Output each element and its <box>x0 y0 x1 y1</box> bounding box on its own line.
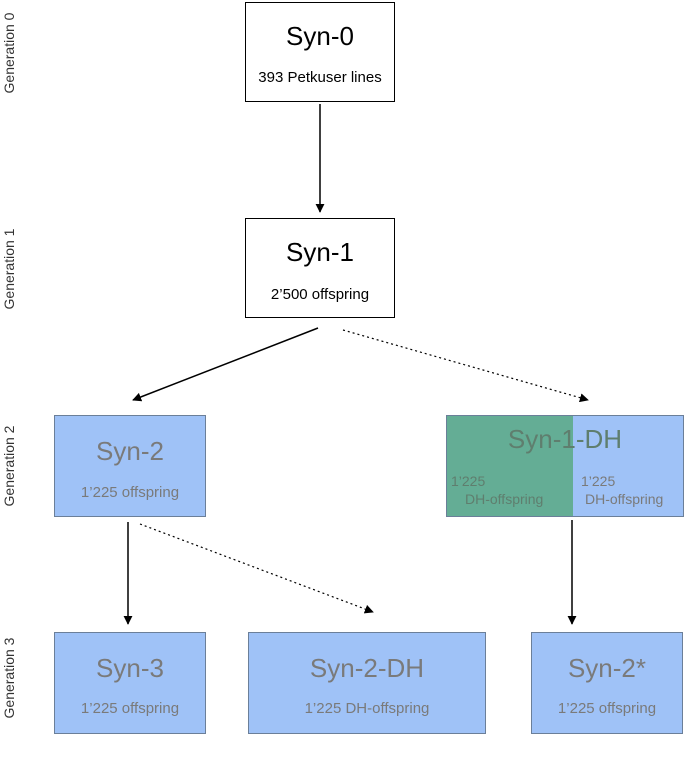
node-syn1-subtitle: 2’500 offspring <box>270 286 370 303</box>
node-syn3-subtitle: 1’225 offspring <box>80 700 180 717</box>
node-syn0-title: Syn-0 <box>286 21 354 51</box>
node-syn1dh-green-half <box>447 416 573 516</box>
node-syn1dh-title: Syn-1-DH <box>507 424 623 454</box>
node-syn2dh-title: Syn-2-DH <box>309 653 425 683</box>
node-syn3-title: Syn-3 <box>96 653 164 683</box>
node-syn2: Syn-2 1’225 offspring <box>54 415 206 517</box>
node-syn1-title: Syn-1 <box>286 237 354 267</box>
edge-syn1-syn1dh <box>342 329 589 403</box>
node-syn2star-subtitle: 1’225 offspring <box>557 700 657 717</box>
node-syn1dh-left-label: 1’225 DH-offspring <box>451 472 543 508</box>
node-syn1dh-right-line2: DH-offspring <box>585 491 664 507</box>
edge-syn2-syn2dh <box>139 523 374 614</box>
node-syn2-subtitle: 1’225 offspring <box>80 484 180 501</box>
node-syn0-subtitle: 393 Petkuser lines <box>258 69 382 86</box>
node-syn1dh: Syn-1-DH 1’225 DH-offspring 1’225 DH-off… <box>446 415 684 517</box>
node-syn2star: Syn-2* 1’225 offspring <box>531 632 683 734</box>
node-syn1: Syn-1 2’500 offspring <box>245 218 395 318</box>
node-syn0: Syn-0 393 Petkuser lines <box>245 2 395 102</box>
node-syn1dh-left-line2: DH-offspring <box>465 491 544 507</box>
node-syn1dh-right-label: 1’225 DH-offspring <box>581 472 663 508</box>
node-syn1dh-left-line1: 1’225 <box>451 473 486 489</box>
edge-syn1-syn2 <box>132 327 319 402</box>
node-syn2dh: Syn-2-DH 1’225 DH-offspring <box>248 632 486 734</box>
node-syn2star-title: Syn-2* <box>567 653 647 683</box>
node-syn2-title: Syn-2 <box>96 436 164 466</box>
edge-layer <box>123 104 589 625</box>
node-syn2dh-subtitle: 1’225 DH-offspring <box>304 700 430 717</box>
node-syn3: Syn-3 1’225 offspring <box>54 632 206 734</box>
node-syn1dh-right-line1: 1’225 <box>581 473 616 489</box>
